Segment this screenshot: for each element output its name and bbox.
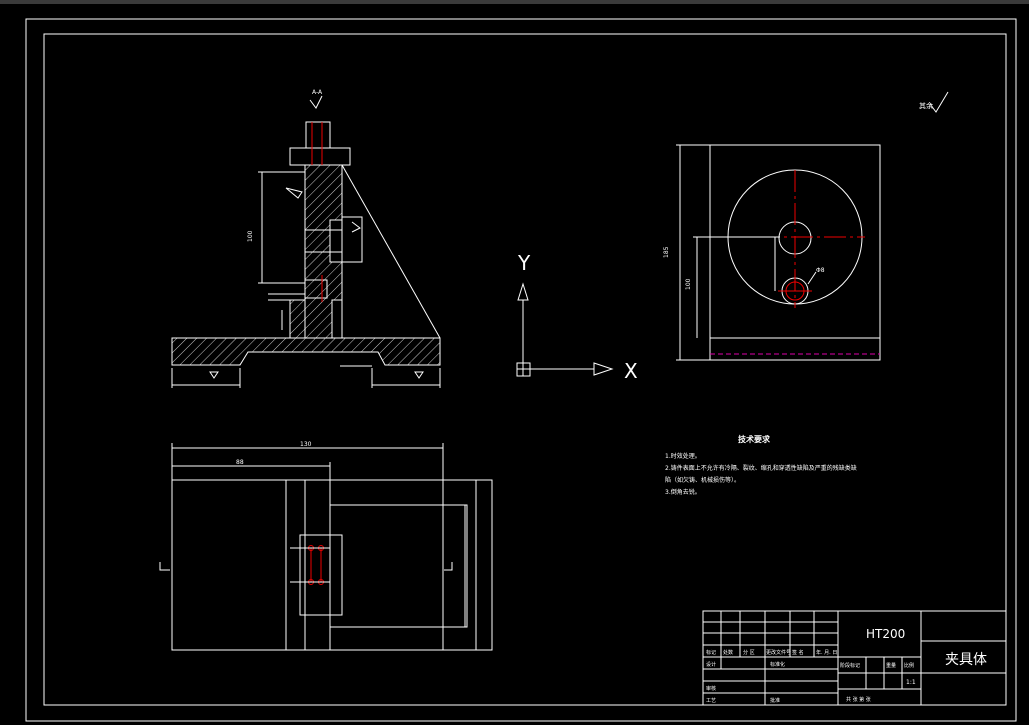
- tech-req-line-4: 3.倒角去锐。: [665, 488, 701, 496]
- tb-review: 审核: [706, 685, 716, 692]
- tb-label-count: 处数: [723, 649, 733, 656]
- tb-design: 设计: [706, 661, 716, 668]
- window-top-strip: [0, 0, 1029, 4]
- tb-process: 工艺: [706, 698, 716, 704]
- inner-frame: [43, 33, 1007, 706]
- tb-label-date: 年. 月. 日: [816, 649, 837, 656]
- tb-standardize: 标准化: [770, 661, 785, 668]
- section-label-text: A-A: [312, 89, 323, 96]
- outer-frame: [25, 18, 1017, 722]
- tb-ratio: 比例: [904, 662, 914, 669]
- side-height-dimension-text: 100: [247, 230, 254, 242]
- top-view-total-width-text: 130: [300, 441, 312, 448]
- roughness-symbol-icon: [929, 91, 949, 113]
- side-view: [676, 144, 881, 361]
- hole-dimension-text: Φ8: [816, 267, 825, 274]
- part-name-text: 夹具体: [945, 652, 987, 668]
- axis-y-label: Y: [517, 251, 531, 275]
- tb-label-mark: 标记: [706, 649, 716, 656]
- tb-stage-mark: 阶段标记: [840, 662, 860, 669]
- tech-req-title: 技术要求: [738, 434, 771, 444]
- ucs-axis-icon: [516, 282, 614, 377]
- tb-label-zone: 分 区: [743, 649, 755, 656]
- scale-text: 1:1: [906, 679, 916, 686]
- right-view-mid-text: 100: [685, 278, 692, 290]
- tech-req-line-1: 1.时效处理。: [665, 452, 701, 460]
- roughness-note-text: 其余: [919, 101, 933, 110]
- top-view: [159, 443, 493, 651]
- axis-x-label: X: [624, 359, 638, 383]
- top-view-partial-width-text: 88: [236, 459, 244, 466]
- tb-weight: 重量: [886, 662, 896, 669]
- tech-req-line-2: 2.铸件表面上不允许有冷隔、裂纹、缩孔和穿透性缺陷及严重的残缺类缺: [665, 464, 857, 472]
- tb-label-change: 更改文件号: [766, 649, 791, 656]
- right-view-height-text: 185: [663, 246, 670, 258]
- tb-sheets: 共 张 第 张: [846, 696, 871, 703]
- material-text: HT200: [866, 627, 905, 641]
- tb-approve: 批准: [770, 697, 780, 704]
- tech-req-line-3: 陷（如欠铸、机械损伤等）。: [665, 476, 740, 484]
- title-block: [702, 610, 1007, 706]
- tb-label-sign: 签 名: [792, 649, 804, 656]
- front-section-view: [171, 95, 441, 388]
